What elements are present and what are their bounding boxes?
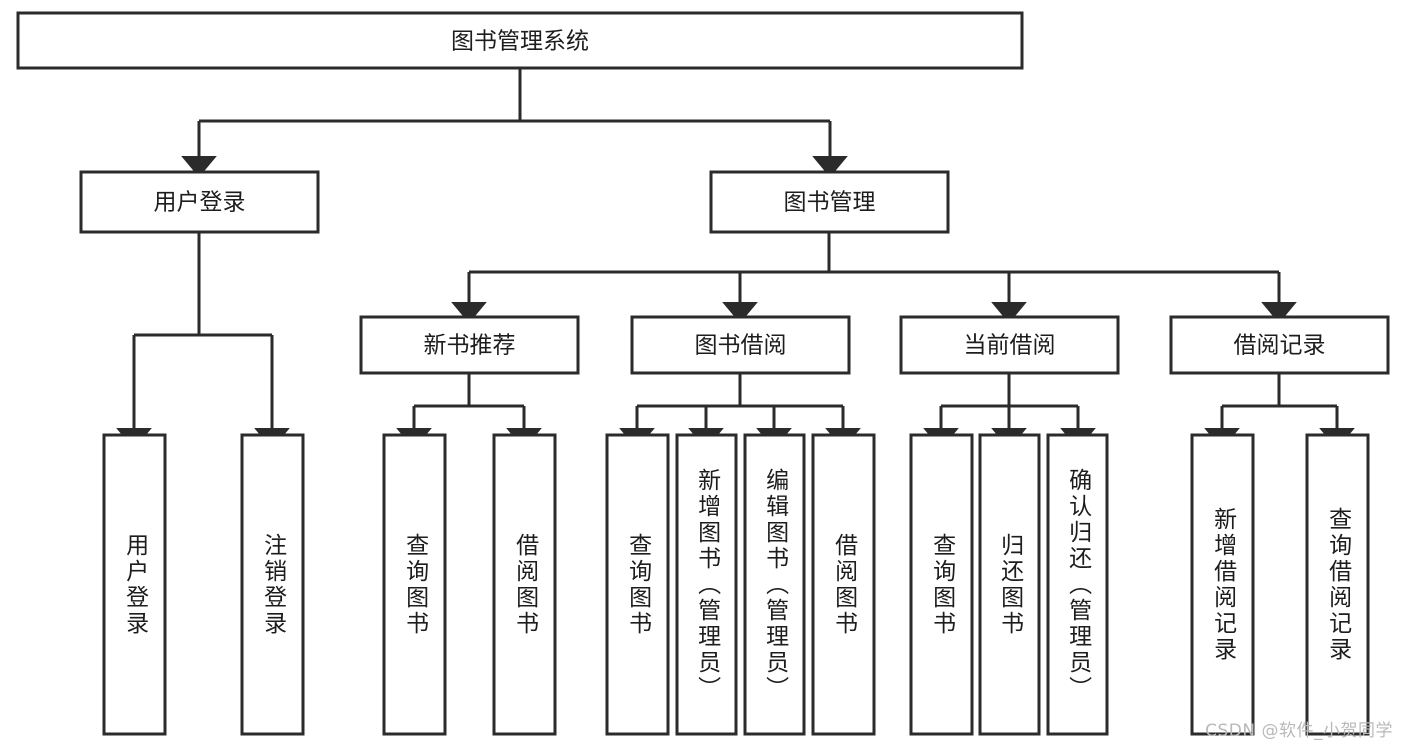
node-user-login[interactable]: 用户登录: [79, 170, 320, 234]
new-book-recommend-box: [359, 315, 580, 375]
root-label: 图书管理系统: [451, 29, 589, 55]
leaf-box-confirm-return[interactable]: [1046, 433, 1109, 736]
node-borrow-record[interactable]: 借阅记录: [1169, 315, 1390, 375]
root-box: [16, 11, 1024, 70]
current-borrow-box: [899, 315, 1120, 375]
leaf-box-add-record[interactable]: [1190, 433, 1255, 736]
connector-book-borrow-to-leaves: [619, 373, 861, 450]
node-book-borrow[interactable]: 图书借阅: [630, 315, 851, 375]
leaf-box-query-book-1[interactable]: [382, 433, 447, 736]
book-borrow-box: [630, 315, 851, 375]
user-login-label: 用户登录: [154, 190, 246, 216]
book-manage-box: [709, 170, 950, 234]
connector-current-borrow-to-leaves: [923, 373, 1096, 450]
leaf-box-logout[interactable]: [240, 433, 305, 736]
current-borrow-label: 当前借阅: [964, 333, 1056, 359]
leaf-box-borrow-book-2[interactable]: [811, 433, 876, 736]
book-borrow-label: 图书借阅: [695, 333, 787, 359]
leaf-box-return-book[interactable]: [978, 433, 1041, 736]
leaf-box-query-record[interactable]: [1305, 433, 1370, 736]
leaf-box-query-book-3[interactable]: [909, 433, 974, 736]
connector-borrow-record-to-leaves: [1204, 373, 1355, 450]
node-book-manage[interactable]: 图书管理: [709, 170, 950, 234]
connector-new-book-recommend-to-leaves: [396, 373, 542, 450]
borrow-record-box: [1169, 315, 1390, 375]
new-book-recommend-label: 新书推荐: [424, 333, 516, 359]
csdn-watermark: CSDN @软件_小贺同学: [1205, 721, 1393, 741]
leaf-box-borrow-book-1[interactable]: [492, 433, 557, 736]
leaf-box-add-book[interactable]: [675, 433, 738, 736]
borrow-record-label: 借阅记录: [1234, 333, 1326, 359]
node-root[interactable]: 图书管理系统: [16, 11, 1024, 70]
node-current-borrow[interactable]: 当前借阅: [899, 315, 1120, 375]
connector-book-manage-to-level3: [451, 232, 1297, 324]
leaf-box-query-book-2[interactable]: [605, 433, 670, 736]
leaf-box-user-login[interactable]: [102, 433, 167, 736]
leaf-box-edit-book[interactable]: [743, 433, 806, 736]
node-new-book-recommend[interactable]: 新书推荐: [359, 315, 580, 375]
book-manage-label: 图书管理: [784, 190, 876, 216]
connector-user-login-to-leaves: [116, 232, 290, 450]
connector-root-to-level2: [181, 68, 848, 178]
